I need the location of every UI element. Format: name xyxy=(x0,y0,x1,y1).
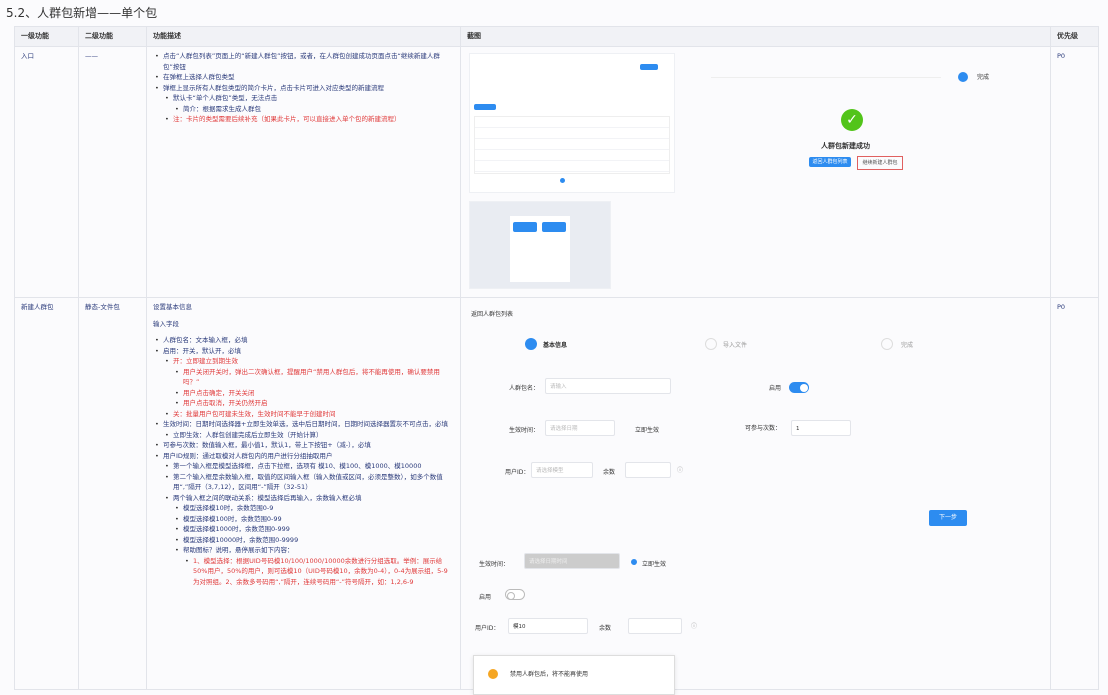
desc-bullet: 用户点击确定，开关关闭 xyxy=(173,388,454,399)
cell-screenshot: 完成 ✓ 人群包新建成功 返回人群包列表 继续新建人群包 xyxy=(460,46,1051,298)
desc-bullet: 开：立即建立到期生效 xyxy=(163,356,454,367)
desc-bullet: 模型选择模10000时，余数范围0-9999 xyxy=(173,535,454,546)
continue-create-button[interactable]: 继续新建人群包 xyxy=(857,156,903,170)
time-label: 生效时间： xyxy=(509,427,540,434)
next-button[interactable]: 下一步 xyxy=(929,510,967,526)
name-label: 人群包名： xyxy=(509,385,540,392)
remainder-input[interactable] xyxy=(625,462,671,478)
popup-text: 禁用人群包后，将不能再使用 xyxy=(510,671,589,678)
cell-desc: 点击“人群包列表”页面上的“新建人群包”按钮，或者，在人群包创建成功页面点击“继… xyxy=(146,46,461,298)
desc-bullet: 在弹框上选择人群包类型 xyxy=(153,72,454,83)
desc-bullet: 生效时间：日期时间选择器+立即生效单选，选中后日期时间，日期时间选择器置灰不可点… xyxy=(153,419,454,430)
desc-bullet: 默认卡“单个人群包”类型，无法点击 xyxy=(163,93,454,104)
remainder-label-2: 余数 xyxy=(599,625,612,632)
back-to-list-button[interactable]: 返回人群包列表 xyxy=(809,157,851,167)
desc-paragraph: 输入字段 xyxy=(153,319,179,328)
enable-label: 启用 xyxy=(769,385,782,392)
now-radio[interactable] xyxy=(631,559,637,565)
enable-toggle[interactable] xyxy=(789,382,809,393)
desc-bullet: 立即生效：人群包创建完成后立即生效（开始计算） xyxy=(163,430,454,441)
desc-bullet: 简介：根据需求生成人群包 xyxy=(173,104,454,115)
desc-bullet: 帮助图标？说明，悬停展示如下内容： xyxy=(173,545,454,556)
header-level2: 二级功能 xyxy=(78,26,147,47)
header-level1: 一级功能 xyxy=(14,26,79,47)
desc-bullet: 人群包名：文本输入框，必填 xyxy=(153,335,454,346)
warning-icon xyxy=(488,669,498,679)
step-done-label: 完成 xyxy=(977,74,990,81)
enable-toggle-off[interactable] xyxy=(505,589,525,600)
desc-bullet: 弹框上显示所有人群包类型的简介卡片，点击卡片可进入对应类型的新建流程 xyxy=(153,83,454,94)
desc-bullet: 用户点击取消，开关仍然开启 xyxy=(173,398,454,409)
modal-thumbnail xyxy=(469,201,611,289)
cell-screenshot: 返回人群包列表 基本信息 导入文件 完成 人群包名： 请输入 启用 生效时间： … xyxy=(460,297,1051,695)
desc-bullet: 模型选择模100时，余数范围0-99 xyxy=(173,514,454,525)
remainder-label: 余数 xyxy=(603,469,616,476)
list-page-mock xyxy=(469,53,675,193)
confirm-popup: 禁用人群包后，将不能再使用 xyxy=(473,655,675,695)
step-1-label: 基本信息 xyxy=(543,342,568,349)
cell-level2: —— xyxy=(78,46,147,298)
cell-priority: P0 xyxy=(1050,46,1099,298)
header-priority: 优先级 xyxy=(1050,26,1099,47)
success-text: 人群包新建成功 xyxy=(821,142,870,150)
header-screenshot: 截图 xyxy=(460,26,1051,47)
remainder-input-2[interactable] xyxy=(628,618,682,634)
times-stepper[interactable]: 1 xyxy=(791,420,851,436)
uid-label-2: 用户ID： xyxy=(475,625,500,632)
step-1-icon xyxy=(525,338,537,350)
uid-select-2[interactable]: 模10 xyxy=(508,618,588,634)
desc-bullet: 点击“人群包列表”页面上的“新建人群包”按钮，或者，在人群包创建成功页面点击“继… xyxy=(153,51,454,72)
table-row: 入口 —— 点击“人群包列表”页面上的“新建人群包”按钮，或者，在人群包创建成功… xyxy=(14,46,1099,298)
step-3-label: 完成 xyxy=(901,342,914,349)
times-label: 可参与次数： xyxy=(745,425,782,432)
help-icon-2[interactable]: ⓘ xyxy=(691,623,698,630)
desc-bullet: 模型选择模1000时，余数范围0-999 xyxy=(173,524,454,535)
desc-bullet: 第二个输入框是余数输入框，取值的区间输入框（输入数值或区间，必须是整数），如多个… xyxy=(163,472,454,493)
now-label[interactable]: 立即生效 xyxy=(635,427,660,434)
cell-level2: 静态-文件包 xyxy=(78,297,147,690)
desc-bullet: 用户ID规则：通过取模对人群包内的用户进行分组抽取用户 xyxy=(153,451,454,462)
desc-bullet: 启用：开关，默认开，必填 xyxy=(153,346,454,357)
cell-desc: 设置基本信息输入字段人群包名：文本输入框，必填启用：开关，默认开，必填开：立即建… xyxy=(146,297,461,690)
success-check-icon: ✓ xyxy=(841,109,863,131)
desc-bullet: 可参与次数：数值输入框，最小值1，默认1，带上下按钮+（减-），必填 xyxy=(153,440,454,451)
desc-bullet: 注：卡片的类型需要后续补充（如果此卡片，可以直接进入单个包的新建流程） xyxy=(163,114,454,125)
desc-bullet: 关：批量用户包可建未生效，生效时间不能早于创建时间 xyxy=(163,409,454,420)
name-input[interactable]: 请输入 xyxy=(545,378,671,394)
header-desc: 功能描述 xyxy=(146,26,461,47)
time-picker-disabled: 请选择日期时间 xyxy=(524,553,620,569)
cell-level1: 入口 xyxy=(14,46,79,298)
desc-bullet: 第一个输入框是模型选择框，点击下拉框，选项有 模10、模100、模1000、模1… xyxy=(163,461,454,472)
desc-paragraph: 设置基本信息 xyxy=(153,303,192,311)
step-2-label: 导入文件 xyxy=(723,342,748,349)
uid-label: 用户ID： xyxy=(505,469,530,476)
enable-label-2: 启用 xyxy=(479,594,492,601)
cell-level1: 新建人群包 xyxy=(14,297,79,690)
time-picker[interactable]: 请选择日期 xyxy=(545,420,615,436)
desc-bullet: 用户关闭开关时，弹出二次确认框，提醒用户“禁用人群包后，将不能再使用，确认要禁用… xyxy=(173,367,454,388)
time-label-2: 生效时间： xyxy=(479,561,510,568)
desc-bullet: 两个输入框之间的联动关系：模型选择后再输入，余数输入框必填 xyxy=(163,493,454,504)
back-link[interactable]: 返回人群包列表 xyxy=(471,311,514,318)
now-label-2: 立即生效 xyxy=(642,561,667,568)
cell-priority: P0 xyxy=(1050,297,1099,690)
requirements-table: 一级功能 二级功能 功能描述 截图 优先级 入口 —— 点击“人群包列表”页面上… xyxy=(14,26,1099,695)
desc-bullet: 1、模型选择：根据UID号码模10/100/1000/10000余数进行分组选取… xyxy=(183,556,454,588)
help-icon[interactable]: ⓘ xyxy=(677,467,684,474)
success-page-mock: 完成 ✓ 人群包新建成功 返回人群包列表 继续新建人群包 xyxy=(681,53,1041,213)
section-title: 5.2、人群包新增——单个包 xyxy=(6,6,158,20)
table-header: 一级功能 二级功能 功能描述 截图 优先级 xyxy=(14,26,1099,47)
desc-bullet: 模型选择模10时，余数范围0-9 xyxy=(173,503,454,514)
uid-select[interactable]: 请选择模型 xyxy=(531,462,593,478)
table-row: 新建人群包 静态-文件包 设置基本信息输入字段人群包名：文本输入框，必填启用：开… xyxy=(14,297,1099,695)
